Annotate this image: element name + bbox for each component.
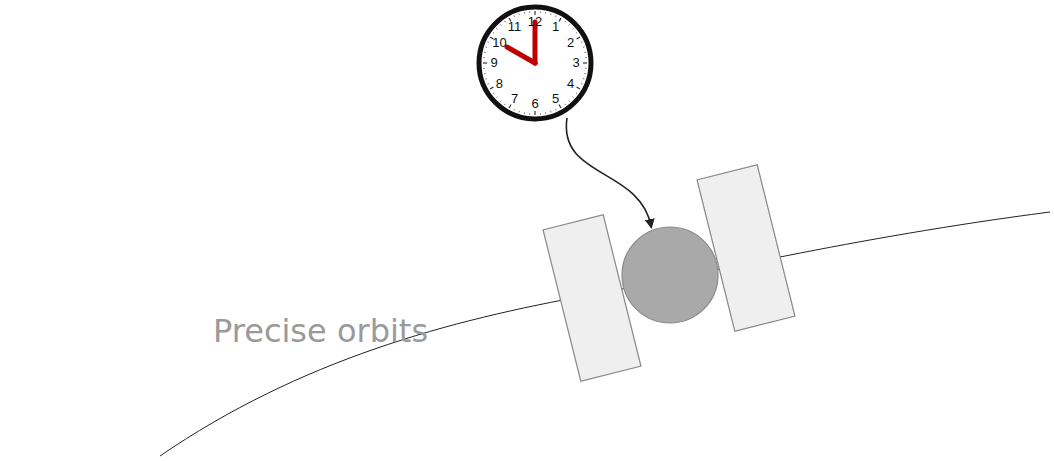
clock-tick — [584, 73, 585, 74]
clock-tick — [576, 92, 577, 94]
clock-ticks — [483, 11, 587, 115]
clock-tick — [493, 32, 494, 34]
clock-tick — [484, 73, 485, 74]
clock-tick — [573, 28, 574, 29]
clock-tick — [524, 112, 525, 113]
clock-tick — [559, 18, 561, 21]
clock-tick — [583, 78, 584, 79]
clock-tick — [524, 12, 525, 13]
clock-tick — [504, 21, 506, 22]
satellite-body — [622, 227, 718, 323]
clock-tick — [487, 41, 488, 43]
clock-tick — [555, 109, 557, 110]
clock-tick — [496, 97, 497, 98]
clock-tick — [555, 15, 557, 16]
clock-numeral: 4 — [561, 76, 581, 92]
clock-face — [479, 7, 591, 119]
clock-tick — [483, 68, 484, 69]
clock-tick — [484, 52, 485, 53]
clock-tick — [550, 14, 551, 15]
clock-tick — [529, 11, 530, 12]
clock-tick — [486, 46, 487, 47]
clock-numeral: 7 — [505, 91, 525, 107]
clock-arrow — [566, 118, 651, 226]
orbit-line — [160, 212, 1050, 456]
clock-tick — [577, 37, 580, 39]
solar-panel — [543, 215, 641, 381]
clock-numeral: 3 — [566, 55, 586, 71]
clock-numeral: 10 — [489, 35, 509, 51]
clock-tick — [569, 101, 570, 102]
clock-tick — [513, 109, 515, 110]
clock-tick — [559, 105, 561, 108]
clock-tick — [583, 46, 584, 47]
clock-numeral: 1 — [546, 19, 566, 35]
clock-tick — [550, 111, 551, 112]
clock-tick — [504, 104, 506, 105]
clock-tick — [569, 24, 570, 25]
clock-tick — [500, 101, 501, 102]
clock-tick — [540, 11, 541, 12]
clock-tick — [483, 62, 487, 63]
clock-tick — [486, 78, 487, 79]
clock-tick — [500, 24, 501, 25]
clock-tick — [577, 87, 580, 89]
clock-numeral: 9 — [484, 55, 504, 71]
clock-tick — [534, 111, 535, 115]
clock-pivot — [533, 61, 538, 66]
clock-tick — [540, 113, 541, 114]
clock-tick — [518, 111, 519, 112]
clock-numeral: 11 — [505, 19, 525, 35]
clock-numeral: 8 — [489, 76, 509, 92]
clock-tick — [576, 32, 577, 34]
clock-numeral: 5 — [546, 91, 566, 107]
clock-numeral: 6 — [525, 96, 545, 112]
clock-tick — [585, 68, 586, 69]
clock-tick — [564, 21, 566, 22]
clock-tick — [493, 92, 494, 94]
clock-tick — [581, 41, 582, 43]
clock-tick — [584, 52, 585, 53]
clock-numeral: 2 — [561, 35, 581, 51]
hour-hand — [507, 47, 535, 63]
orbit-label: Precise orbits — [213, 312, 428, 350]
solar-panel — [697, 165, 795, 331]
clock-tick — [490, 87, 493, 89]
clock-tick — [573, 97, 574, 98]
clock-tick — [545, 112, 546, 113]
clock-tick — [585, 57, 586, 58]
clock-numeral: 12 — [525, 14, 545, 30]
clock-tick — [581, 83, 582, 85]
clock-tick — [483, 57, 484, 58]
clock-tick — [545, 12, 546, 13]
clock-tick — [487, 83, 488, 85]
clock-tick — [513, 15, 515, 16]
clock-tick — [518, 14, 519, 15]
clock-tick — [509, 105, 511, 108]
clock-tick — [564, 104, 566, 105]
clock-tick — [583, 62, 587, 63]
clock-tick — [529, 113, 530, 114]
clock-tick — [496, 28, 497, 29]
